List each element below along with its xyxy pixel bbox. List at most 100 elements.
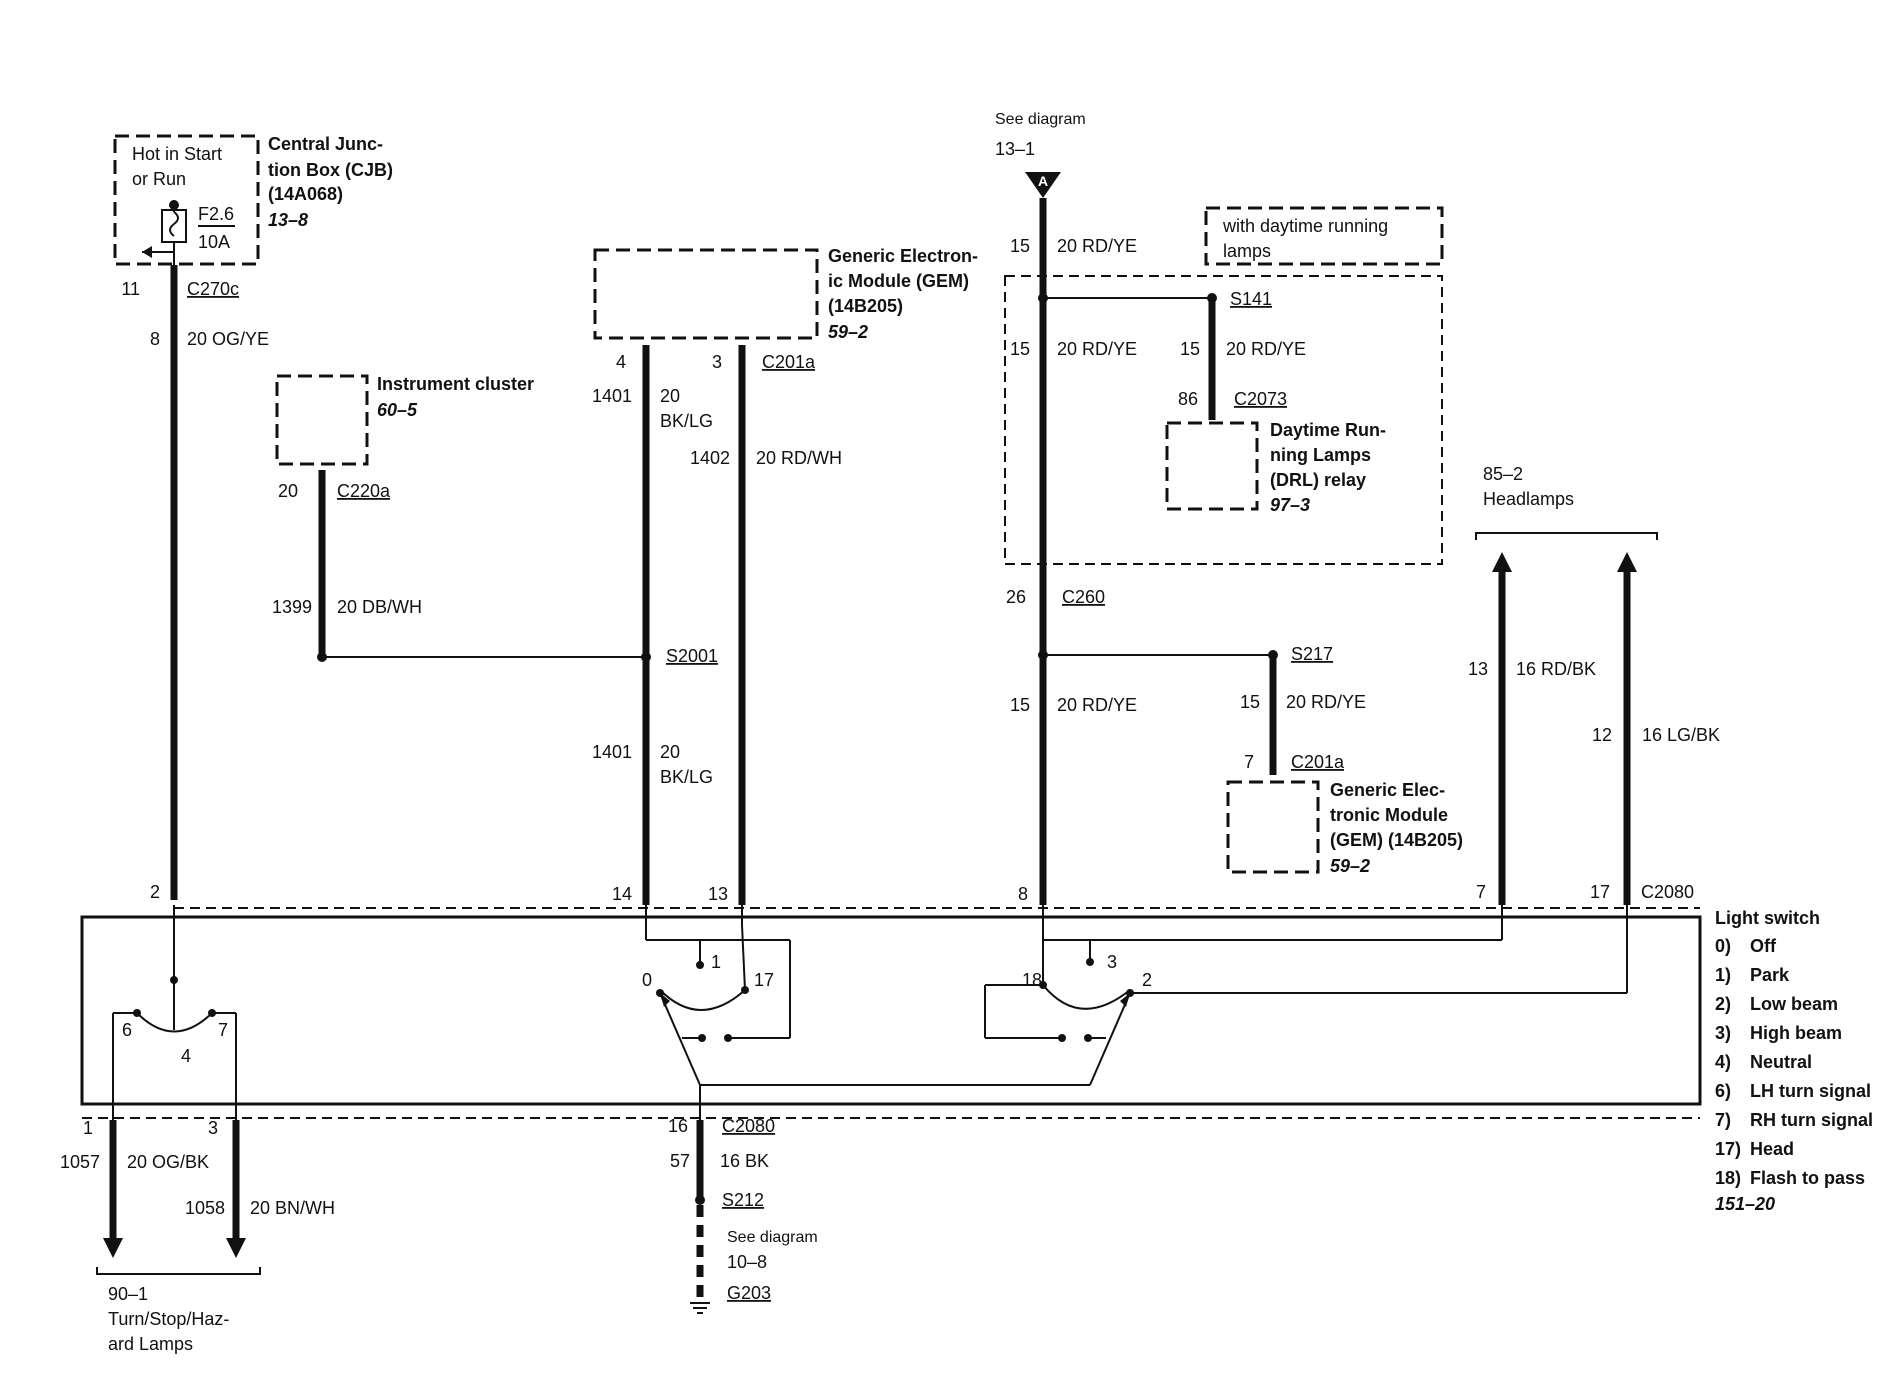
splice-s2001-dot [641,652,651,662]
light-switch-ref: 151–20 [1715,1194,1775,1214]
contact-2: 2 [1142,970,1152,990]
rd-ye-4-pin: 8 [1018,884,1028,904]
rd-ye-4-circuit: 15 [1010,695,1030,715]
legend-item-number: 18) [1715,1168,1741,1188]
ground-connector: C2080 [722,1116,775,1136]
connector-flag-icon [1025,172,1061,198]
switch-section-head: 18 3 2 [699,905,1628,1120]
bk-lg-lower-circuit: 1401 [592,742,632,762]
ic-pin: 20 [278,481,298,501]
c2080-top: C2080 [1641,882,1694,902]
legend-item-label: Flash to pass [1750,1168,1865,1188]
db-wh-spec: 20 DB/WH [337,597,422,617]
drl-box-label-line2: lamps [1223,241,1271,261]
gem-top-name-line2: ic Module (GEM) [828,271,969,291]
cjb-hot-line2: or Run [132,169,186,189]
fuse-rating: 10A [198,232,230,252]
rd-ye-3-circuit: 15 [1180,339,1200,359]
splice-s141: S141 [1230,289,1272,309]
drl-option-box: with daytime running lamps [1004,206,1444,565]
legend-item-number: 17) [1715,1139,1741,1159]
lg-bk-circuit: 12 [1592,725,1612,745]
lg-bk-pin: 17 [1590,882,1610,902]
drl-relay-branch: S141 15 20 RD/YE 86 C2073 Daytime Run- n… [1165,289,1386,515]
contact-1: 1 [711,952,721,972]
legend-item-number: 2) [1715,994,1731,1014]
bk-lg-lower-gauge: 20 [660,742,680,762]
rd-ye-2-spec: 20 RD/YE [1057,339,1137,359]
drl-connector: C2073 [1234,389,1287,409]
arrow-left-icon [142,246,152,258]
gem-right-ref: 59–2 [1330,856,1370,876]
legend-item-number: 6) [1715,1081,1731,1101]
rd-ye-5-spec: 20 RD/YE [1286,692,1366,712]
rd-wh-circuit: 1402 [690,448,730,468]
cjb-pin: 11 [121,279,140,299]
splice-s217: S217 [1291,644,1333,664]
wire-rd-wh: 1402 20 RD/WH 13 [690,345,842,905]
cjb-hot-line1: Hot in Start [132,144,222,164]
gem-top-module: Generic Electron- ic Module (GEM) (14B20… [593,246,978,372]
ground-see-ref: 10–8 [727,1252,767,1272]
gem-right-name-line1: Generic Elec- [1330,780,1445,800]
switch-section-park: 0 1 17 [642,905,791,1086]
bn-wh-circuit: 1058 [185,1198,225,1218]
dest-line2: ard Lamps [108,1334,193,1354]
contact-6: 6 [122,1020,132,1040]
rd-ye-5-circuit: 15 [1240,692,1260,712]
gem-top-connector: C201a [762,352,816,372]
legend-item-label: Park [1750,965,1790,985]
bk-lg-pin: 14 [612,884,632,904]
drl-pin: 86 [1178,389,1198,409]
ground-circuit-number: 57 [670,1151,690,1171]
see-diagram-top-text: See diagram [995,111,1086,128]
legend-item-number: 1) [1715,965,1731,985]
gem-top-name-line3: (14B205) [828,296,903,316]
bk-lg-lower-color: BK/LG [660,767,713,787]
wire-bk-lg: 1401 20 BK/LG S2001 1401 20 BK/LG 14 [592,345,718,905]
rd-ye-2-circuit: 15 [1010,339,1030,359]
legend-item-number: 4) [1715,1052,1731,1072]
contact-3: 3 [1107,952,1117,972]
rd-ye-4-spec: 20 RD/YE [1057,695,1137,715]
headlamps-name: Headlamps [1483,489,1574,509]
bk-lg-upper-circuit: 1401 [592,386,632,406]
og-ye-circuit: 8 [150,329,160,349]
bk-lg-upper-color: BK/LG [660,411,713,431]
ic-connector: C220a [337,481,391,501]
wire-og-ye: 11 C270c 8 20 OG/YE 2 [121,265,269,902]
gem-right-branch: S217 15 20 RD/YE 7 C201a Generic Elec- t… [1226,644,1463,876]
cjb-ref: 13–8 [268,210,308,230]
gem-right-connector: C201a [1291,752,1345,772]
see-diagram-top: See diagram 13–1 A [995,111,1086,198]
ground-circuit: 16 C2080 57 16 BK S212 See diagram 10–8 … [668,1116,818,1314]
rd-wh-spec: 20 RD/WH [756,448,842,468]
central-junction-box: Hot in Start or Run F2.6 10A Central Jun… [113,134,393,266]
legend-item-label: Low beam [1750,994,1838,1014]
ground-wire-spec: 16 BK [720,1151,769,1171]
gem-right-name-line3: (GEM) (14B205) [1330,830,1463,850]
legend-item-number: 3) [1715,1023,1731,1043]
rd-ye-1-circuit: 15 [1010,236,1030,256]
gem-top-pin-left: 4 [616,352,626,372]
bottom-pin-1: 1 [83,1118,93,1138]
drl-ref: 97–3 [1270,495,1310,515]
cjb-connector: C270c [187,279,239,299]
arrow-up-icon [1492,552,1512,572]
og-ye-spec: 20 OG/YE [187,329,269,349]
c260-connector: C260 [1062,587,1105,607]
arrow-up-icon [1617,552,1637,572]
bottom-pin-3: 3 [208,1118,218,1138]
legend-item-number: 0) [1715,936,1731,956]
rd-bk-spec: 16 RD/BK [1516,659,1596,679]
dest-line1: Turn/Stop/Haz- [108,1309,229,1329]
legend-item-label: Head [1750,1139,1794,1159]
drl-name-line2: ning Lamps [1270,445,1371,465]
drl-box-label-line1: with daytime running [1222,216,1388,236]
headlamps-ref: 85–2 [1483,464,1523,484]
og-bk-spec: 20 OG/BK [127,1152,209,1172]
headlamps: 85–2 Headlamps 13 16 RD/BK 12 16 LG/BK 7… [1468,464,1720,905]
wire-rd-ye-main: 15 20 RD/YE 15 20 RD/YE 26 C260 15 20 RD… [1006,198,1273,905]
